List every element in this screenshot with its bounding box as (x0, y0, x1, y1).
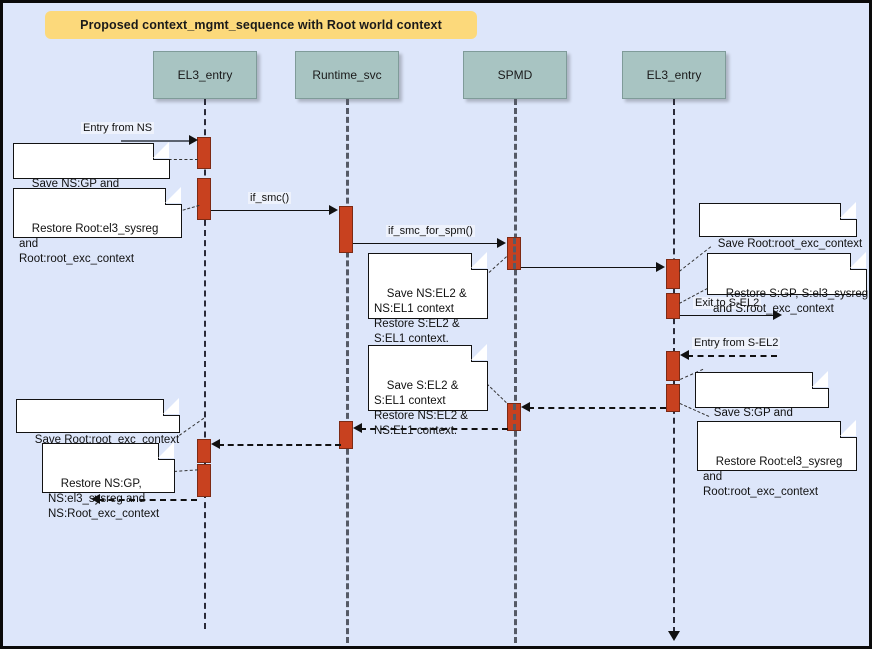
note-connector (179, 417, 205, 436)
activation-bar (666, 293, 680, 319)
activation-bar (339, 421, 353, 449)
arrowhead-icon (189, 135, 198, 145)
activation-bar (666, 384, 680, 412)
note-restore-root-el3-sysreg-top: Restore Root:el3_sysreg and Root:root_ex… (13, 187, 182, 265)
message-label-entry-from-s-el2: Entry from S-EL2 (692, 337, 781, 349)
note-restore-root-el3-sysreg-bottom: Restore Root:el3_sysreg and Root:root_ex… (697, 420, 857, 498)
message-label-exit-to-s-el2: Exit to S-EL2 (693, 297, 762, 309)
note-text: Restore S:GP, S:el3_sysreg and S:root_ex… (713, 288, 869, 315)
note-restore-ns-gp: Restore NS:GP, NS:el3_sysreg and NS:Root… (42, 442, 175, 520)
note-fold-icon (840, 420, 857, 438)
message-label-if-smc-for-spm: if_smc_for_spm() (386, 225, 475, 237)
note-save-root-exc-context-right: Save Root:root_exc_context (699, 202, 862, 250)
note-fold-icon (165, 187, 182, 205)
message-line-entry-from-s-el2 (687, 355, 777, 357)
note-restore-s-gp: Restore S:GP, S:el3_sysreg and S:root_ex… (707, 252, 868, 315)
arrowhead-icon (91, 494, 100, 504)
note-fold-icon (153, 142, 170, 160)
note-fold-icon (158, 442, 175, 460)
activation-bar (197, 464, 211, 497)
participant-runtime-svc[interactable]: Runtime_svc (295, 51, 399, 99)
note-text: Restore Root:el3_sysreg and Root:root_ex… (703, 456, 843, 498)
participant-el3-entry-s[interactable]: EL3_entry (622, 51, 726, 99)
arrowhead-icon (680, 350, 689, 360)
note-save-root-exc-context-left: Save Root:root_exc_context (16, 398, 180, 446)
activation-bar (197, 178, 211, 220)
lifeline-spmd (514, 99, 517, 646)
lifeline-el3-entry-ns (204, 99, 206, 629)
participant-label: EL3_entry (177, 68, 233, 82)
arrowhead-icon (497, 238, 506, 248)
note-text: Restore NS:GP, NS:el3_sysreg and NS:Root… (48, 478, 160, 520)
activation-bar (197, 439, 211, 463)
arrowhead-icon (211, 439, 220, 449)
note-fold-icon (163, 398, 180, 416)
arrowhead-icon (773, 310, 782, 320)
activation-bar (666, 259, 680, 289)
activation-bar (507, 237, 521, 270)
diagram-title: Proposed context_mgmt_sequence with Root… (80, 18, 442, 32)
message-line-if-smc-for-spm (353, 243, 499, 244)
activation-bar (339, 206, 353, 253)
message-line-entry-from-ns (121, 140, 194, 142)
note-text: Save Root:root_exc_context (717, 238, 863, 250)
note-text: Restore Root:el3_sysreg and Root:root_ex… (19, 223, 159, 265)
activation-bar (666, 351, 680, 381)
arrowhead-icon (329, 205, 338, 215)
message-label-if-smc: if_smc() (248, 192, 292, 204)
message-line-exit-to-ns (98, 499, 197, 501)
participant-spmd[interactable]: SPMD (463, 51, 567, 99)
note-text: Save S:EL2 & S:EL1 context Restore NS:EL… (374, 380, 468, 437)
note-fold-icon (471, 344, 488, 362)
participant-label: EL3_entry (646, 68, 702, 82)
note-text: Save NS:EL2 & NS:EL1 context Restore S:E… (374, 288, 467, 345)
message-line-runtime-svc-to-el3-entry-ns (218, 444, 341, 446)
note-fold-icon (812, 371, 829, 389)
note-save-s-gp: Save S:GP and S:root_exc_context (695, 371, 829, 434)
participant-label: Runtime_svc (312, 68, 382, 82)
note-save-ns-el2-restore-s-el2: Save NS:EL2 & NS:EL1 context Restore S:E… (368, 252, 488, 345)
arrowhead-icon (656, 262, 665, 272)
diagram-title-banner: Proposed context_mgmt_sequence with Root… (45, 11, 477, 39)
participant-el3-entry-ns[interactable]: EL3_entry (153, 51, 257, 99)
note-connector (174, 469, 199, 472)
note-save-s-el2-restore-ns-el2: Save S:EL2 & S:EL1 context Restore NS:EL… (368, 344, 488, 437)
message-line-el3-entry-s-to-spmd (528, 407, 666, 409)
message-line-spmd-to-runtime-svc (360, 428, 508, 430)
participant-label: SPMD (497, 68, 533, 82)
lifeline-end-arrow-icon (668, 631, 680, 641)
note-fold-icon (471, 252, 488, 270)
arrowhead-icon (353, 423, 362, 433)
note-fold-icon (850, 252, 867, 270)
lifeline-runtime-svc (346, 99, 349, 646)
activation-bar (507, 403, 521, 431)
note-fold-icon (840, 202, 857, 220)
activation-bar (197, 137, 211, 169)
arrowhead-icon (521, 402, 530, 412)
note-connector (158, 159, 198, 160)
note-save-ns-gp: Save NS:GP and NS:Root_exc_context (13, 142, 170, 205)
message-line-exit-to-s-el2 (680, 315, 775, 316)
message-label-entry-from-ns: Entry from NS (81, 122, 155, 134)
message-line-spmd-to-el3-entry-s (521, 267, 658, 268)
message-line-if-smc (211, 210, 331, 211)
